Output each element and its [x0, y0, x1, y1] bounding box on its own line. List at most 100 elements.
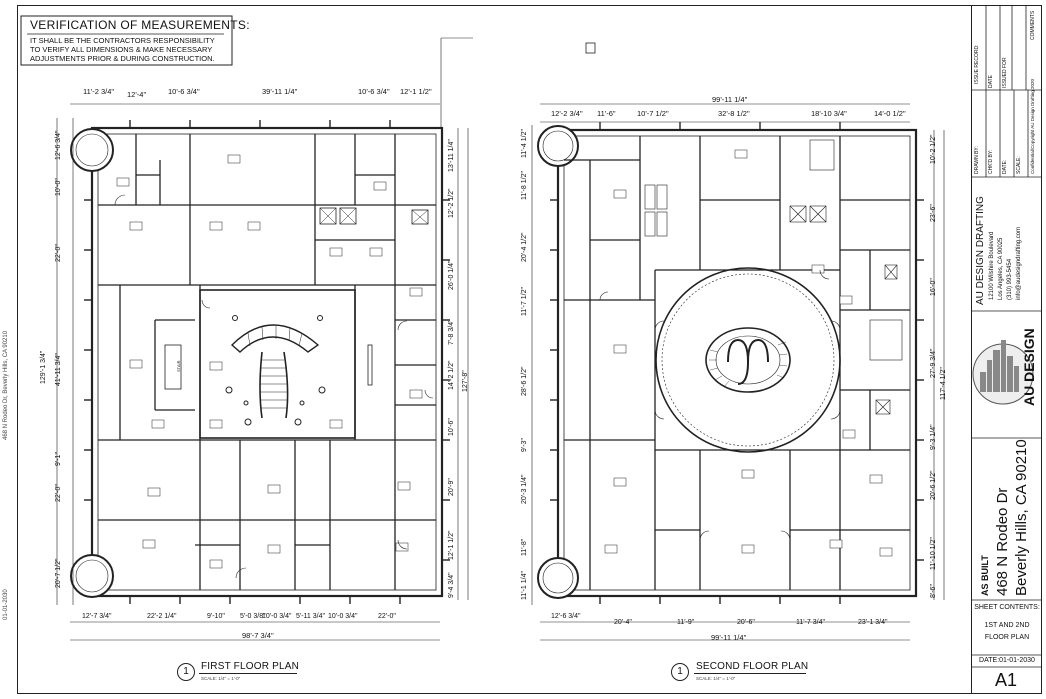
- ff-bottom-dim-4: 5'-0 3/8": [240, 613, 266, 620]
- ff-top-dim-3: 10'-6 3/4": [168, 87, 200, 96]
- sf-right-dim-7: 11'-10 1/2": [930, 537, 937, 570]
- tb-date: DATE:01-01-2030: [979, 657, 1035, 664]
- ff-right-dim-9: 9'-4 3/4": [448, 572, 455, 598]
- second-floor-plan: [531, 42, 945, 641]
- sf-top-dim-1: 12'-2 3/4": [551, 109, 583, 118]
- tb-sheet-number: A1: [994, 670, 1018, 690]
- sf-title-underline: [694, 673, 806, 674]
- tb-firm-email: info@audesigndrafting.com: [1016, 226, 1022, 300]
- sf-top-dim-2: 11'-6": [597, 109, 616, 118]
- tb-sheet-contents-label: SHEET CONTENTS:: [974, 604, 1040, 611]
- tb-sheet-contents-1: 1ST AND 2ND: [984, 622, 1030, 629]
- ff-right-dim-3: 26'-0 1/4": [448, 260, 455, 290]
- tb-sheet-contents-2: FLOOR PLAN: [984, 634, 1030, 641]
- sf-bottom-dim-1: 12'-6 3/4": [551, 613, 581, 620]
- sf-bottom-dim-2: 20'-4": [614, 619, 632, 626]
- ff-overall-width: 98'-7 3/4": [242, 631, 274, 640]
- verification-title: VERIFICATION OF MEASUREMENTS:: [30, 18, 250, 32]
- tb-status: AS BUILT: [980, 555, 990, 596]
- sf-bottom-dim-3: 11'-9": [677, 619, 695, 626]
- ff-left-dim-4: 9'-1": [55, 452, 62, 466]
- ff-bottom-dim-1: 12'-7 3/4": [82, 613, 112, 620]
- tb-firm-name: AU DESIGN DRAFTING: [975, 196, 986, 305]
- verification-box: [20, 15, 233, 66]
- ff-top-dim-5: 10'-6 3/4": [358, 87, 390, 96]
- sf-right-dim-5: 9'-3 1/4": [930, 424, 937, 450]
- tb-date-label: DATE:: [1002, 159, 1008, 174]
- sf-right-overall: 117'-4 1/2": [940, 367, 947, 400]
- ff-plan-title: FIRST FLOOR PLAN: [201, 661, 300, 672]
- ff-bottom-dim-7: 10'-0 3/4": [328, 613, 358, 620]
- sf-right-dim-4: 27'-9 3/4": [930, 348, 937, 378]
- sf-left-dim-8: 11'-8": [521, 538, 528, 556]
- ff-right-dim-1: 13'-11 1/4": [448, 139, 455, 172]
- sf-left-dim-9: 11'-1 1/4": [521, 571, 528, 600]
- side-note-address: 468 N Rodeo Dr, Beverly Hills, CA 90210: [3, 330, 9, 440]
- tb-drawn-by: DRAWN BY:: [974, 146, 980, 174]
- sf-top-dim-5: 18'-10 3/4": [811, 109, 847, 118]
- ff-right-dim-8: 12'-1 1/2": [448, 530, 455, 560]
- sf-left-dim-5: 28'-6 1/2": [521, 366, 528, 396]
- ff-plan-scale: SCALE: 1/4" = 1'-0": [201, 676, 241, 681]
- title-block-frame: [971, 5, 1042, 694]
- sf-top-dim-6: 14'-0 1/2": [874, 109, 906, 118]
- tb-issued-for: ISSUED FOR: [1002, 57, 1008, 88]
- ff-top-dim-6: 12'-1 1/2": [400, 87, 432, 96]
- sf-top-dim-4: 32'-8 1/2": [718, 109, 750, 118]
- sf-right-dim-2: 23'-6": [930, 204, 937, 222]
- tb-scale-label: SCALE:: [1016, 156, 1022, 174]
- ff-bottom-dim-2: 22'-2 1/4": [147, 613, 177, 620]
- first-floor-plan: [56, 37, 473, 641]
- ff-bottom-dim-3: 9'-10": [207, 613, 225, 620]
- sf-left-dim-3: 20'-4 1/2": [521, 232, 528, 262]
- ff-right-dim-6: 10'-6": [448, 418, 455, 436]
- ff-bottom-dim-8: 22'-0": [378, 613, 396, 620]
- tb-firm-address-2: Los Angeles, CA 90025: [998, 237, 1004, 300]
- ff-title-underline: [199, 673, 297, 674]
- ff-left-overall: 41'-11 3/4": [55, 353, 62, 386]
- sf-bottom-dim-4: 20'-6": [737, 619, 755, 626]
- sf-top-overall: 99'-11 1/4": [712, 95, 748, 104]
- sf-right-dim-3: 16'-0": [930, 278, 937, 296]
- side-note-date: 01-01-2030: [3, 589, 9, 620]
- sf-plan-scale: SCALE: 1/4" = 1'-0": [696, 676, 736, 681]
- sf-left-dim-4: 11'-7 1/2": [521, 287, 528, 316]
- ff-left-dim-2: 10'-0": [55, 178, 62, 196]
- ff-left-dim-3: 22'-0": [55, 244, 62, 262]
- tb-logo-text: AU DESIGN: [1021, 328, 1037, 406]
- sf-top-dim-3: 10'-7 1/2": [637, 109, 669, 118]
- ff-bottom-dim-5: 10'-0 3/4": [262, 613, 292, 620]
- tb-comments: COMMENTS: [1030, 10, 1036, 40]
- tb-address-line-2: Beverly Hills, CA 90210: [1013, 439, 1030, 596]
- ff-right-dim-4: 7'-8 3/4": [448, 319, 455, 345]
- ff-top-dim-1: 11'-2 3/4": [83, 87, 115, 96]
- tb-firm-address-1: 12100 Wilshire Boulevard: [989, 231, 995, 300]
- ff-right-overall: 127'-8": [462, 370, 469, 392]
- ff-top-dim-4: 39'-11 1/4": [262, 87, 298, 96]
- sf-left-dim-2: 11'-8 1/2": [521, 171, 528, 200]
- ff-left-total: 129'-1 3/4": [40, 350, 47, 384]
- sf-plan-number-circle: 1: [671, 663, 689, 681]
- ff-bottom-dim-6: 5'-11 3/4": [296, 613, 325, 620]
- ff-right-dim-5: 14'-2 1/2": [448, 360, 455, 390]
- ff-left-dim-1: 12'-6 3/4": [55, 130, 62, 160]
- tb-date-col: DATE: [988, 75, 994, 88]
- ff-left-dim-5: 22'-0": [55, 484, 62, 502]
- ff-plan-number-circle: 1: [177, 663, 195, 681]
- sf-bottom-dim-6: 23'-1 3/4": [858, 619, 888, 626]
- sf-right-dim-8: 8'-6": [930, 584, 937, 598]
- sf-left-dim-6: 9'-3": [521, 438, 528, 452]
- ff-stair-label: STAIR: [176, 360, 181, 372]
- tb-checked-by: CHK'D BY:: [988, 149, 994, 174]
- au-design-logo: [972, 340, 1034, 405]
- sf-bottom-dim-5: 11'-7 3/4": [796, 619, 825, 626]
- verification-line-2: TO VERIFY ALL DIMENSIONS & MAKE NECESSAR…: [30, 45, 213, 54]
- sf-right-dim-6: 20'-6 1/2": [930, 470, 937, 500]
- tb-copyright: Confidential/Copyright AU Design Draftin…: [1030, 78, 1035, 174]
- sf-plan-title: SECOND FLOOR PLAN: [696, 661, 809, 672]
- tb-firm-phone: (310) 993-5454: [1007, 258, 1013, 300]
- sf-left-dim-1: 11'-4 1/2": [521, 129, 528, 158]
- ff-right-dim-7: 20'-9": [448, 478, 455, 496]
- sf-left-dim-7: 20'-3 1/4": [521, 474, 528, 504]
